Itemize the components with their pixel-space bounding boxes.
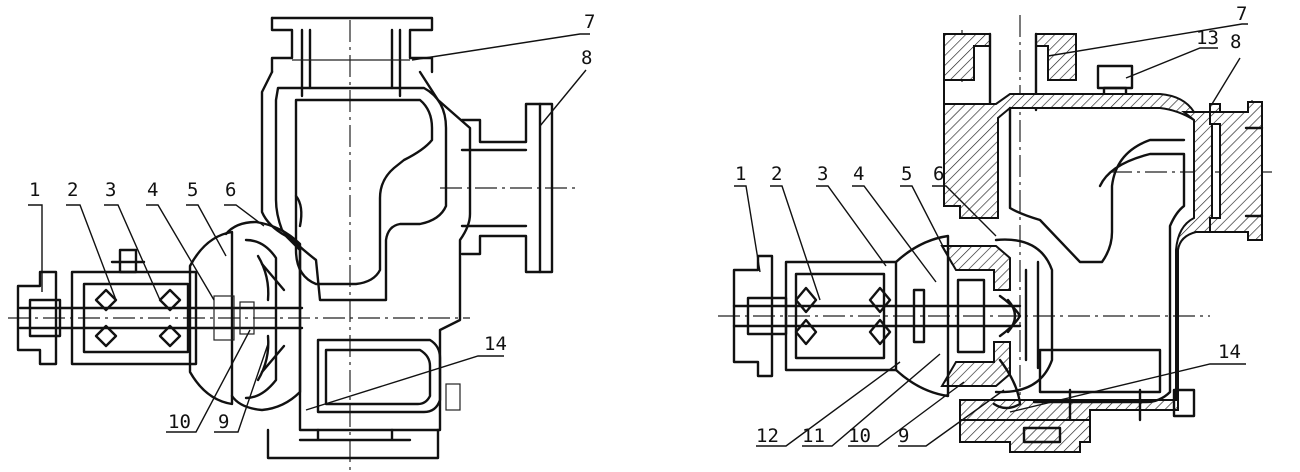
left-callout-2: 2 bbox=[67, 179, 78, 201]
right-callout-2: 2 bbox=[771, 163, 782, 185]
left-callout-10: 10 bbox=[168, 411, 191, 433]
right-callout-8: 8 bbox=[1230, 31, 1241, 53]
right-base bbox=[959, 388, 1196, 453]
left-base bbox=[266, 383, 461, 460]
right-callout-1: 1 bbox=[735, 163, 746, 185]
right-callout-14: 14 bbox=[1218, 341, 1241, 363]
right-pump-casing bbox=[943, 80, 1221, 422]
right-callout-4: 4 bbox=[853, 163, 864, 185]
right-callout-12: 12 bbox=[756, 425, 779, 447]
right-callout-leaders bbox=[734, 23, 1248, 447]
left-pump-casing bbox=[260, 70, 472, 432]
right-callout-5: 5 bbox=[901, 163, 912, 185]
right-callout-7: 7 bbox=[1236, 3, 1247, 25]
right-pump-view: 1 2 3 4 5 6 7 8 9 10 11 12 13 14 bbox=[718, 3, 1272, 453]
left-shaft bbox=[18, 295, 304, 341]
left-impeller bbox=[224, 194, 303, 412]
right-callout-9: 9 bbox=[898, 425, 909, 447]
right-callout-11: 11 bbox=[802, 425, 825, 447]
right-impeller bbox=[940, 238, 1054, 410]
right-side-outlet-flange bbox=[1209, 101, 1264, 241]
left-callout-1: 1 bbox=[29, 179, 40, 201]
left-coupling bbox=[16, 270, 62, 366]
right-callout-13: 13 bbox=[1196, 27, 1219, 49]
left-discharge-flange bbox=[270, 16, 434, 98]
right-callout-3: 3 bbox=[817, 163, 828, 185]
left-pump-view: 1 2 3 4 5 6 7 8 9 10 14 bbox=[8, 11, 595, 470]
left-callout-leaders bbox=[28, 33, 590, 433]
left-side-outlet-flange bbox=[460, 102, 554, 274]
left-callout-6: 6 bbox=[225, 179, 236, 201]
right-coupling bbox=[732, 254, 788, 378]
left-callout-5: 5 bbox=[187, 179, 198, 201]
left-callout-7: 7 bbox=[584, 11, 595, 33]
right-callout-10: 10 bbox=[848, 425, 871, 447]
left-callout-4: 4 bbox=[147, 179, 158, 201]
left-callout-8: 8 bbox=[581, 47, 592, 69]
left-callout-3: 3 bbox=[105, 179, 116, 201]
right-shaft bbox=[732, 298, 1022, 334]
left-callout-9: 9 bbox=[218, 411, 229, 433]
left-callout-14: 14 bbox=[484, 333, 507, 355]
left-callout-numbers: 1 2 3 4 5 6 7 8 9 10 14 bbox=[29, 11, 595, 433]
right-callout-numbers: 1 2 3 4 5 6 7 8 9 10 11 12 13 14 bbox=[735, 3, 1247, 447]
right-callout-6: 6 bbox=[933, 163, 944, 185]
